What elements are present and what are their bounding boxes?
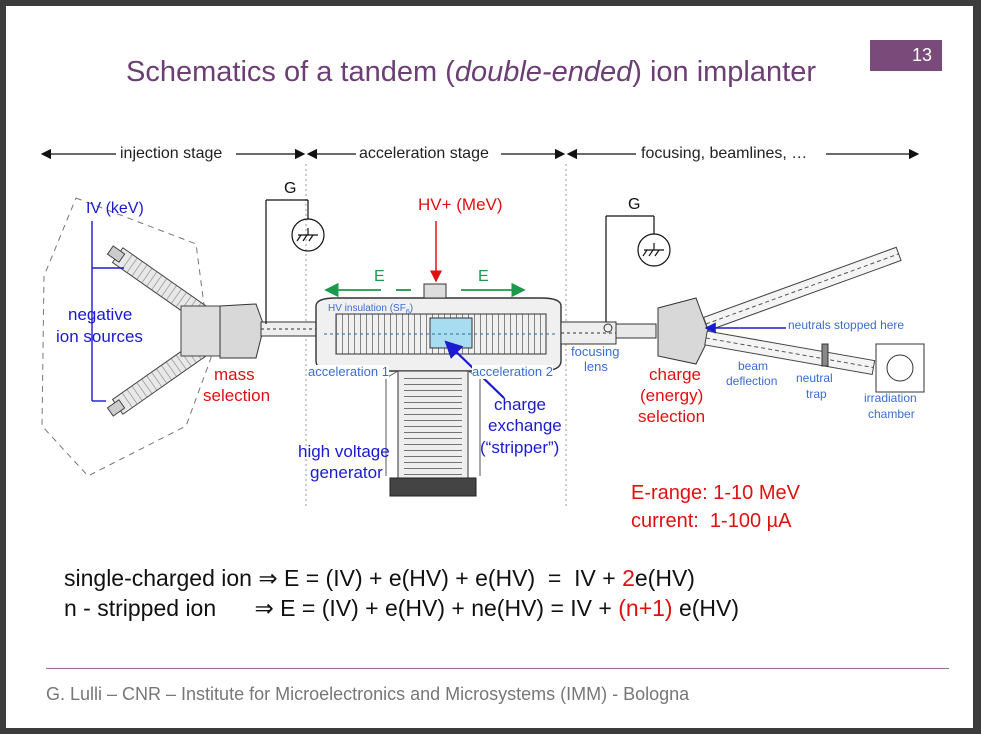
equation-n-stripped: n - stripped ion ⇒ E = (IV) + e(HV) + ne…: [64, 595, 740, 621]
label-deflection: deflection: [726, 374, 778, 388]
energy-selection-magnet: [657, 297, 711, 365]
accelerator-tank: [315, 283, 562, 372]
ground-right: [605, 215, 671, 322]
label-iv-kev: IV (keV): [86, 200, 144, 217]
equation-single-charged: single-charged ion ⇒ E = (IV) + e(HV) + …: [64, 565, 695, 591]
label-focusing: focusing: [571, 344, 620, 359]
title-part2: ) ion implanter: [632, 56, 816, 88]
label-e-left: E: [374, 268, 385, 285]
hv-generator: [385, 370, 481, 497]
footer-rule: [46, 668, 949, 669]
label-energy: (energy): [640, 386, 704, 405]
label-injection-stage: injection stage: [117, 145, 226, 163]
label-ion-sources: ion sources: [56, 327, 143, 346]
label-trap: trap: [806, 387, 827, 401]
ground-left: [265, 199, 325, 324]
label-stripper: (“stripper”): [480, 438, 560, 457]
current-range: current: 1-100 µA: [631, 510, 792, 532]
label-selection-2: selection: [638, 407, 706, 426]
title-italic: double-ended: [454, 56, 633, 88]
label-generator: generator: [310, 463, 383, 482]
ion-source-enclosure: [41, 197, 212, 477]
slide-title: Schematics of a tandem (double-ended) io…: [6, 56, 936, 89]
label-g-right: G: [628, 196, 641, 213]
focusing-lens: [560, 321, 657, 345]
label-beam: beam: [738, 359, 769, 373]
label-charge: charge: [494, 395, 546, 414]
label-g-left: G: [284, 180, 297, 197]
label-acceleration-1: acceleration 1: [308, 364, 389, 380]
label-selection: selection: [203, 386, 271, 405]
beamlines-right: [702, 246, 925, 393]
iv-wire: [91, 221, 124, 402]
page-number: 13: [870, 40, 942, 71]
slide: 13 Schematics of a tandem (double-ended)…: [6, 6, 973, 728]
label-e-right: E: [478, 268, 489, 285]
stripper-region: [429, 317, 473, 349]
implanter-schematic: [40, 148, 925, 506]
label-acceleration-stage: acceleration stage: [356, 145, 492, 163]
label-focusing-stage: focusing, beamlines, …: [638, 145, 811, 163]
label-hv-insulation: HV insulation (SF6): [328, 303, 414, 316]
label-irradiation: irradiation: [864, 391, 917, 405]
label-exchange: exchange: [488, 416, 562, 435]
mass-selection-magnet: [219, 303, 265, 359]
label-hv-plus: HV+ (MeV): [418, 195, 503, 214]
label-neutrals-stopped: neutrals stopped here: [788, 318, 905, 333]
label-mass: mass: [214, 365, 255, 384]
negative-ion-sources: [106, 245, 222, 417]
label-acceleration-2: acceleration 2: [472, 364, 553, 380]
label-negative: negative: [68, 305, 133, 324]
label-high-voltage: high voltage: [298, 442, 390, 461]
label-chamber: chamber: [868, 407, 915, 421]
footer-credit: G. Lulli – CNR – Institute for Microelec…: [46, 684, 690, 704]
label-charge-2: charge: [649, 365, 701, 384]
label-lens: lens: [584, 359, 608, 374]
label-neutral: neutral: [796, 371, 833, 385]
title-part1: Schematics of a tandem (: [126, 56, 455, 88]
e-range: E-range: 1-10 MeV: [631, 482, 800, 504]
